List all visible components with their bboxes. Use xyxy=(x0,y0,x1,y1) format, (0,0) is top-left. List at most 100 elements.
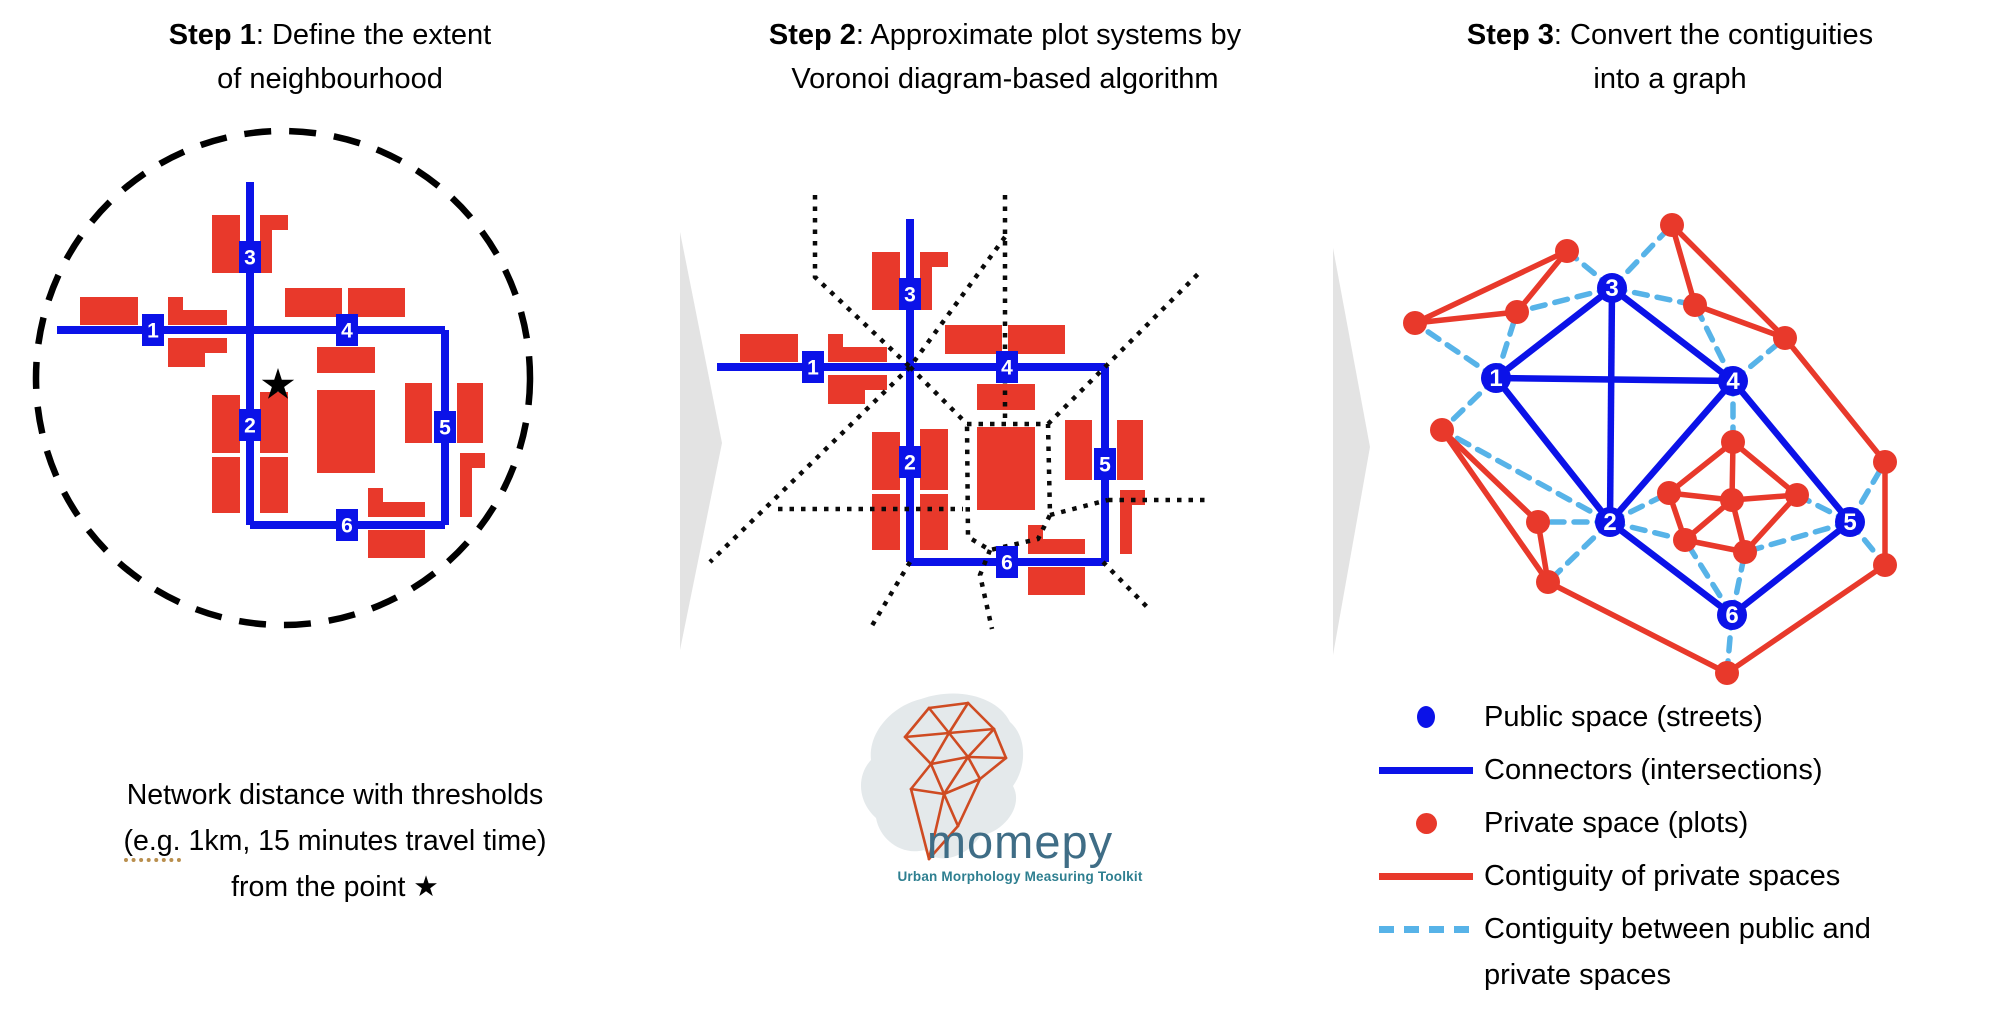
voronoi-dotted-line xyxy=(1103,270,1202,369)
step1-title-bold: Step 1 xyxy=(168,19,256,51)
street-label-box xyxy=(336,509,358,541)
connector-edge xyxy=(1495,374,1734,385)
street-label-2: 2 xyxy=(244,415,256,438)
logo-network-edge xyxy=(947,701,970,735)
step1-title: Step 1: Define the extent of neighbourhoo… xyxy=(40,14,620,101)
building xyxy=(920,252,948,310)
street-label-box xyxy=(996,546,1018,578)
building xyxy=(212,215,240,273)
street-label-1: 1 xyxy=(147,320,159,343)
momepy-logo-text: momepy Urban Morphology Measuring Toolki… xyxy=(870,818,1170,884)
private-space-node xyxy=(1773,326,1797,350)
street-label-box xyxy=(336,314,358,346)
private-space-node xyxy=(1657,481,1681,505)
legend-symbol-cell xyxy=(1368,906,1484,952)
private-space-node xyxy=(1721,430,1745,454)
public-space-node-label-2: 2 xyxy=(1603,509,1616,536)
private-space-dot-icon xyxy=(1415,812,1437,834)
private-space-node xyxy=(1873,553,1897,577)
contiguity-private-edge xyxy=(1742,492,1800,555)
building xyxy=(1008,325,1065,354)
contiguity-private-edge xyxy=(1545,579,1730,676)
step1-caption: Network distance with thresholds (e.g. 1… xyxy=(30,772,640,910)
voronoi-dotted-line xyxy=(812,195,912,369)
logo-network-edge xyxy=(956,777,982,828)
logo-network-edge xyxy=(942,777,982,796)
public-space-node-6 xyxy=(1717,600,1747,630)
building xyxy=(977,427,1035,510)
private-space-node xyxy=(1715,661,1739,685)
legend-label-contiguity-public-private: Contiguity between public and private sp… xyxy=(1484,913,1871,991)
step3-title-line2: into a graph xyxy=(1593,62,1747,95)
public-space-node-4 xyxy=(1718,366,1748,396)
legend-row-contiguity-public-private: Contiguity between public and private sp… xyxy=(1368,906,1988,998)
public-space-node-label-3: 3 xyxy=(1605,275,1618,302)
public-space-node-label-4: 4 xyxy=(1726,368,1740,395)
legend-row-contiguity-private: Contiguity of private spaces xyxy=(1368,853,1988,899)
origin-point-star-icon xyxy=(261,368,295,399)
logo-network-edge xyxy=(929,731,951,766)
public-space-node-2 xyxy=(1595,507,1625,537)
building xyxy=(828,375,887,404)
legend-row-private-space: Private space (plots) xyxy=(1368,800,1988,846)
step1-title-rest: : Define the extent xyxy=(255,19,492,51)
step1-title-line2: of neighbourhood xyxy=(217,62,443,95)
legend: Public space (streets) Connectors (inter… xyxy=(1368,694,1988,1005)
contiguity-public-private-edge xyxy=(1439,427,1613,525)
building xyxy=(457,383,483,443)
logo-network-edge xyxy=(966,727,996,759)
plot-system-boundary xyxy=(964,421,1053,553)
contiguity-private-edge xyxy=(1730,439,1800,498)
street-label-3: 3 xyxy=(244,247,256,270)
private-space-node xyxy=(1683,293,1707,317)
step2-title-rest: : Approximate plot systems by xyxy=(855,19,1242,51)
street-label-1: 1 xyxy=(807,357,819,380)
logo-network-edge xyxy=(929,755,970,766)
logo-network-edge xyxy=(947,727,996,735)
street-label-box xyxy=(899,278,921,310)
public-space-node-3 xyxy=(1597,273,1627,303)
street-label-5: 5 xyxy=(1099,454,1111,477)
momepy-logo-name: momepy xyxy=(926,815,1114,868)
logo-network-edge xyxy=(966,701,996,731)
voronoi-dotted-line xyxy=(1101,560,1152,612)
logo-network-edge xyxy=(903,731,951,739)
contiguity-private-edge xyxy=(1412,309,1520,326)
building xyxy=(212,395,240,453)
private-space-node xyxy=(1536,570,1560,594)
voronoi-dotted-line xyxy=(908,235,1007,369)
logo-network-edge xyxy=(978,756,1008,781)
building xyxy=(828,334,887,362)
legend-label-connectors: Connectors (intersections) xyxy=(1484,754,1823,786)
connector-edge xyxy=(1494,285,1614,381)
contiguity-private-edge xyxy=(1439,427,1551,585)
building xyxy=(1120,490,1145,554)
contiguity-private-line-icon xyxy=(1379,872,1473,880)
building xyxy=(920,494,948,550)
contiguity-private-edge xyxy=(1669,222,1698,308)
private-space-node xyxy=(1555,239,1579,263)
panel-arrows xyxy=(680,232,1370,655)
building xyxy=(1028,525,1085,554)
voronoi-dotted-line xyxy=(868,560,912,631)
logo-network-edge xyxy=(947,731,970,759)
building xyxy=(460,453,485,517)
building xyxy=(348,288,405,317)
public-space-node-label-1: 1 xyxy=(1489,365,1502,392)
street-label-box xyxy=(899,446,921,478)
voronoi-dotted-line xyxy=(708,365,912,564)
street-label-4: 4 xyxy=(1001,357,1013,380)
caption-line1: Network distance with thresholds xyxy=(126,779,544,811)
logo-network-edge xyxy=(929,762,946,796)
building xyxy=(260,392,288,453)
step2-title-line2: Voronoi diagram-based algorithm xyxy=(791,62,1219,95)
voronoi-dotted-line xyxy=(1046,365,1107,426)
private-space-node xyxy=(1873,450,1897,474)
logo-city-blob xyxy=(860,693,1024,859)
caption-line2-rest: 1km, 15 minutes travel time) xyxy=(180,825,547,858)
logo-network-edge xyxy=(927,706,951,735)
